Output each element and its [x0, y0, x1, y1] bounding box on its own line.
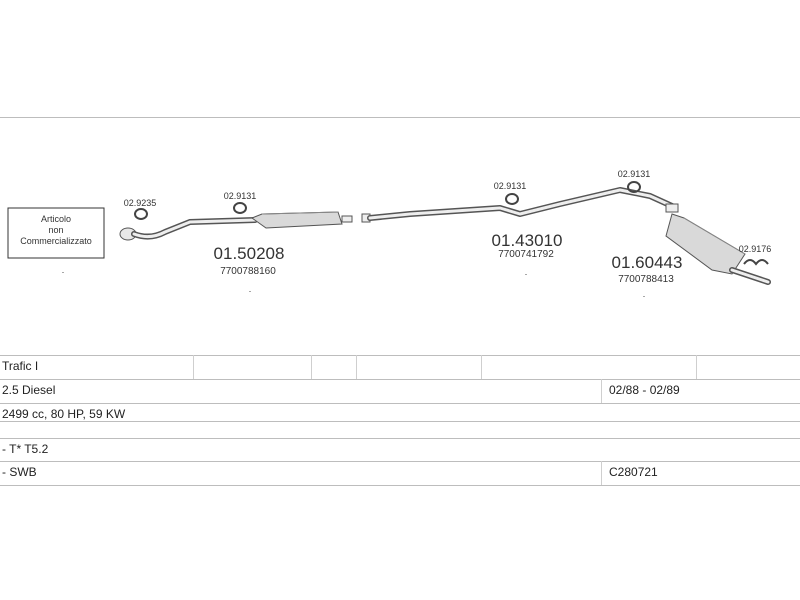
- exhaust-diagram: Articolo non Commercializzato . 02.9235 …: [7, 169, 772, 299]
- part-code: 02.9176: [739, 244, 772, 254]
- part-code: 02.9131: [494, 181, 527, 191]
- part-code: 02.9131: [618, 169, 651, 179]
- rear-silencer: [665, 203, 771, 285]
- front-pipe: [119, 217, 258, 241]
- mount-02-9176: 02.9176: [739, 244, 772, 266]
- clamp-02-9131-rear: 02.9131: [618, 169, 651, 193]
- svg-text:.: .: [643, 289, 646, 299]
- svg-text:.: .: [525, 267, 528, 277]
- variant-type: - T* T5.2: [2, 442, 49, 456]
- middle-pipe: [361, 187, 675, 223]
- notice-line-1: Articolo: [41, 214, 71, 224]
- oem-ref-7700741792: 7700741792: [498, 249, 554, 260]
- clamp-02-9235: 02.9235: [124, 198, 157, 220]
- oem-ref-7700788413: 7700788413: [618, 274, 674, 285]
- table-border-top: [0, 355, 800, 356]
- vehicle-model: Trafic I: [2, 359, 39, 373]
- table-border-bottom: [0, 485, 800, 486]
- part-code: 02.9131: [224, 191, 257, 201]
- oem-ref-7700788160: 7700788160: [220, 266, 276, 277]
- part-number-01-50208: 01.50208: [214, 244, 285, 263]
- engine-specs: 2499 cc, 80 HP, 59 KW: [2, 407, 126, 421]
- notice-line-2: non: [48, 225, 63, 235]
- variant-wheelbase: - SWB: [2, 465, 37, 479]
- clamp-02-9131-front: 02.9131: [224, 191, 257, 214]
- part-code: 02.9235: [124, 198, 157, 208]
- production-period: 02/88 - 02/89: [609, 383, 680, 397]
- vehicle-engine: 2.5 Diesel: [2, 383, 56, 397]
- part-number-01-43010: 01.43010: [492, 231, 563, 250]
- clamp-02-9131-middle: 02.9131: [494, 181, 527, 205]
- diagram-top-border: [0, 117, 800, 118]
- svg-text:.: .: [62, 265, 65, 275]
- svg-text:.: .: [249, 284, 252, 294]
- notice-line-3: Commercializzato: [20, 236, 92, 246]
- part-number-01-60443: 01.60443: [612, 253, 683, 272]
- not-sold-notice: Articolo non Commercializzato: [7, 207, 105, 259]
- front-silencer: [250, 211, 353, 229]
- catalog-code: C280721: [609, 465, 658, 479]
